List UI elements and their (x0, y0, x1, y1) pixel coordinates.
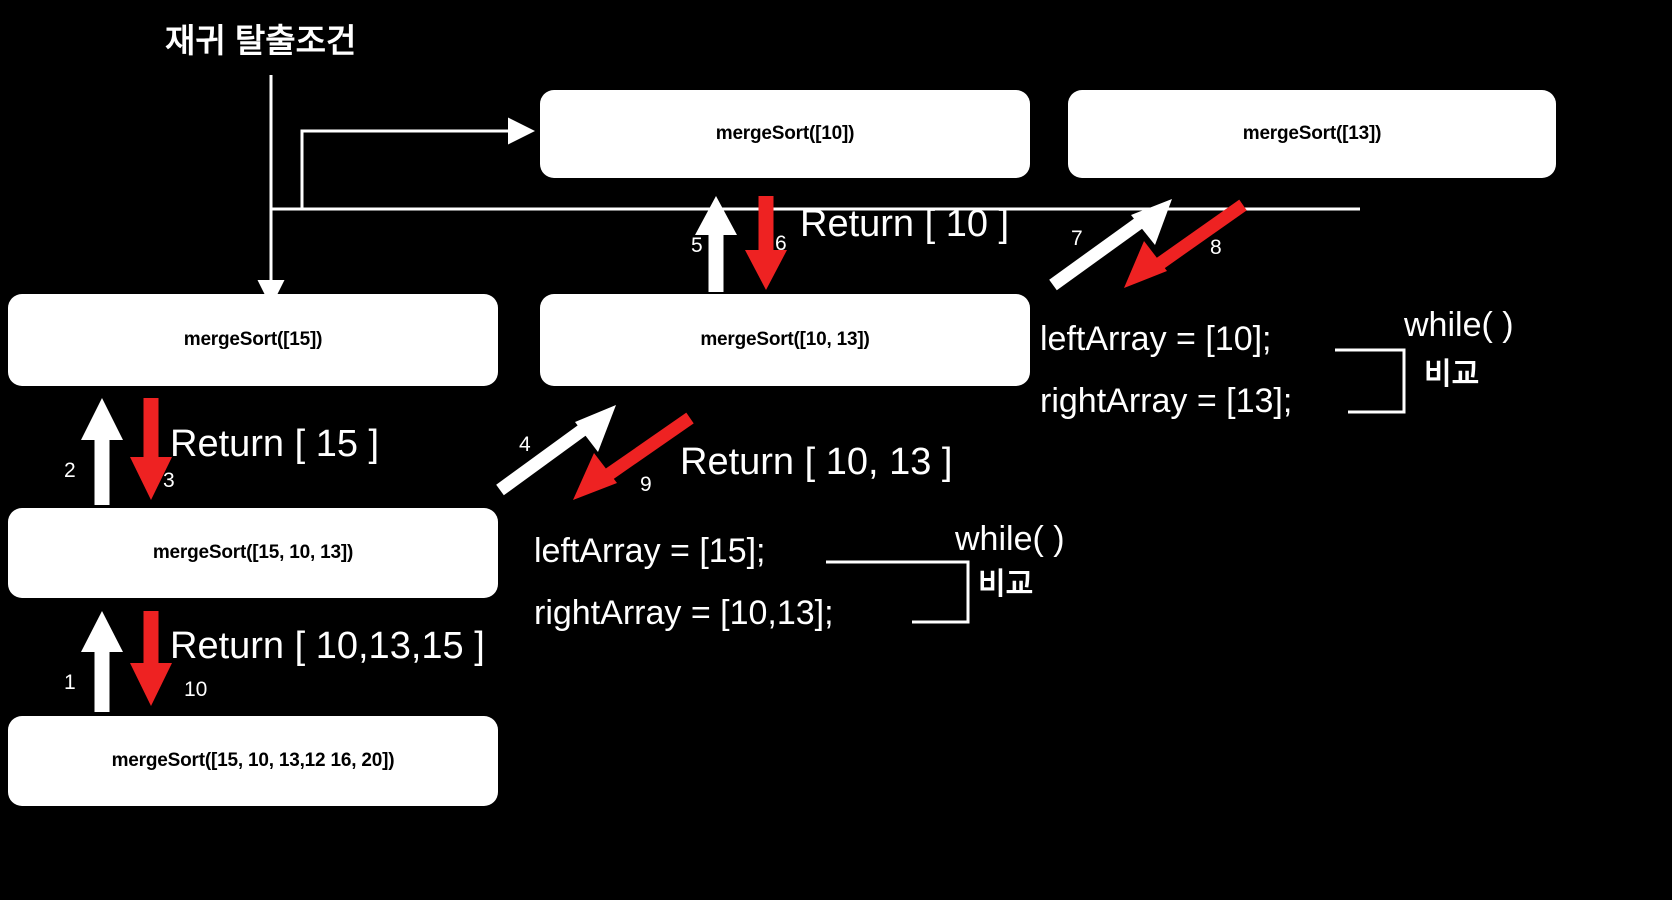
arrow-4-call-diagonal (496, 405, 616, 496)
annotation-lower-left-array: leftArray = [15]; (534, 532, 766, 570)
node-mergesort-15[interactable]: mergeSort([15]) (8, 294, 498, 386)
return-label-10-13: Return [ 10, 13 ] (680, 441, 953, 483)
step-number-3: 3 (163, 469, 175, 492)
step-number-8: 8 (1210, 236, 1222, 259)
return-label-10: Return [ 10 ] (800, 203, 1010, 245)
node-mergesort-10-13[interactable]: mergeSort([10, 13]) (540, 294, 1030, 386)
arrow-2-call-up (81, 398, 123, 505)
step-number-10: 10 (184, 678, 208, 701)
annotation-lower-right-array: rightArray = [10,13]; (534, 594, 834, 632)
return-label-10-13-15: Return [ 10,13,15 ] (170, 625, 485, 667)
merge-bracket-lower (826, 560, 970, 624)
arrow-1-call-up (81, 611, 123, 712)
annotation-upper-while-label: while( ) (1404, 306, 1514, 344)
step-number-5: 5 (691, 234, 703, 257)
annotation-lower-compare-label: 비교 (978, 568, 1034, 601)
step-number-7: 7 (1071, 227, 1083, 250)
node-mergesort-13[interactable]: mergeSort([13]) (1068, 90, 1556, 178)
node-mergesort-root[interactable]: mergeSort([15, 10, 13,12 16, 20]) (8, 716, 498, 806)
step-number-4: 4 (519, 433, 531, 456)
annotation-upper-left-array: leftArray = [10]; (1040, 320, 1272, 358)
annotation-upper-compare-label: 비교 (1424, 358, 1480, 391)
step-number-6: 6 (775, 232, 787, 255)
arrow-8-return-diagonal (1124, 199, 1247, 288)
node-label: mergeSort([15]) (183, 329, 323, 350)
node-label: mergeSort([10, 13]) (700, 329, 870, 350)
return-label-15: Return [ 15 ] (170, 423, 380, 465)
node-label: mergeSort([13]) (1242, 123, 1382, 144)
node-label: mergeSort([10]) (715, 123, 855, 144)
page-title: 재귀 탈출조건 (165, 22, 357, 59)
node-label: mergeSort([15, 10, 13,12 16, 20]) (111, 750, 395, 771)
annotation-upper-right-array: rightArray = [13]; (1040, 382, 1293, 420)
annotation-lower-while-label: while( ) (955, 520, 1065, 558)
merge-bracket-upper (1335, 348, 1406, 414)
step-number-2: 2 (64, 459, 76, 482)
arrow-9-return-diagonal (573, 412, 694, 500)
step-number-1: 1 (64, 671, 76, 694)
node-mergesort-10[interactable]: mergeSort([10]) (540, 90, 1030, 178)
arrow-10-return-down (130, 611, 172, 706)
node-mergesort-15-10-13[interactable]: mergeSort([15, 10, 13]) (8, 508, 498, 598)
node-label: mergeSort([15, 10, 13]) (152, 542, 354, 563)
step-number-9: 9 (640, 473, 652, 496)
